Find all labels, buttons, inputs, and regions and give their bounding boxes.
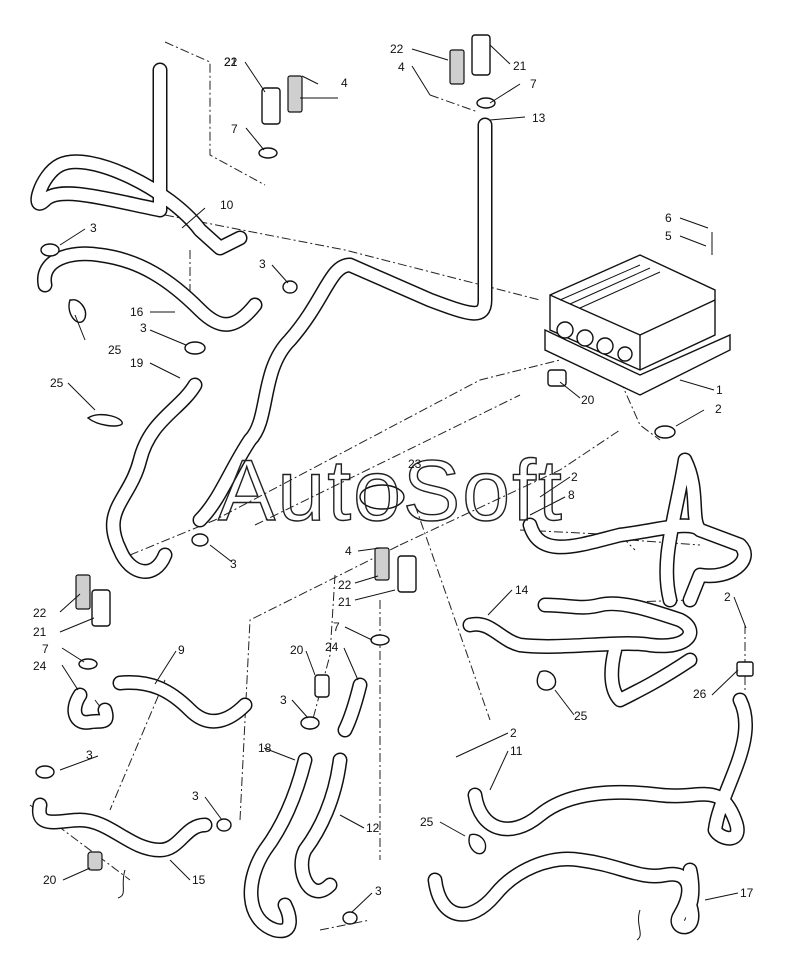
callout-17: 17	[740, 886, 754, 900]
callout-3-b: 3	[259, 257, 266, 271]
callout-12: 12	[366, 821, 380, 835]
callout-8: 8	[568, 488, 575, 502]
callout-21-middle: 21	[338, 595, 352, 609]
connector-fittings	[75, 34, 754, 871]
callout-3-e: 3	[280, 693, 287, 707]
leader-lines	[59, 44, 747, 913]
callout-18: 18	[258, 741, 272, 755]
callout-11: 11	[510, 744, 523, 758]
callout-25-d: 25	[420, 815, 434, 829]
callout-7-middle: 7	[333, 620, 340, 634]
callout-3-a: 3	[90, 221, 97, 235]
cable-ties	[68, 299, 641, 941]
callout-16: 16	[130, 305, 144, 319]
callout-20-b: 20	[290, 643, 304, 657]
callout-25-b: 25	[50, 376, 64, 390]
callout-15: 15	[192, 873, 206, 887]
callout-9: 9	[178, 643, 185, 657]
hoses	[30, 62, 753, 939]
callout-24-middle: 24	[325, 640, 339, 654]
callout-20-c: 20	[43, 873, 57, 887]
callout-7-upper-right: 7	[530, 77, 537, 91]
callout-22-upper-right: 22	[390, 42, 404, 56]
callout-24-left: 24	[33, 659, 47, 673]
callout-1: 1	[716, 383, 723, 397]
callout-25-c: 25	[574, 709, 588, 723]
callout-14: 14	[515, 583, 529, 597]
callout-3-c: 3	[140, 321, 147, 335]
callout-2-a: 2	[715, 402, 722, 416]
callout-21-upper-left: 21	[224, 55, 238, 69]
callout-3-d: 3	[230, 557, 237, 571]
callout-4-upper-left: 4	[341, 76, 348, 90]
callout-21-left: 21	[33, 625, 47, 639]
callout-labels: 22 21 4 7 13 21 22 4 7 10 3 3 16 3 25 19…	[33, 42, 754, 900]
callout-7-left: 7	[42, 642, 49, 656]
callout-20-a: 20	[581, 393, 595, 407]
callout-2-c: 2	[724, 590, 731, 604]
callout-4-upper-right: 4	[398, 60, 405, 74]
callout-7-upper-left: 7	[231, 122, 238, 136]
callout-23: 23	[408, 457, 422, 471]
callout-25-a: 25	[108, 343, 122, 357]
callout-26: 26	[693, 687, 707, 701]
callout-21-upper-right: 21	[513, 59, 527, 73]
callout-22-middle: 22	[338, 578, 352, 592]
callout-4-middle: 4	[345, 544, 352, 558]
callout-5: 5	[665, 229, 672, 243]
control-unit-box	[544, 254, 731, 396]
callout-13: 13	[532, 111, 546, 125]
callout-19: 19	[130, 356, 144, 370]
callout-2-b: 2	[571, 470, 578, 484]
callout-10: 10	[220, 198, 234, 212]
callout-6: 6	[665, 211, 672, 225]
callout-22-upper-left: 22	[224, 55, 238, 69]
watermark-text: AutoSoft	[218, 443, 564, 539]
callout-3-g: 3	[375, 884, 382, 898]
callout-3-h: 3	[192, 789, 199, 803]
callout-3-f: 3	[86, 748, 93, 762]
callout-22-left: 22	[33, 606, 47, 620]
callout-2-d: 2	[510, 726, 517, 740]
